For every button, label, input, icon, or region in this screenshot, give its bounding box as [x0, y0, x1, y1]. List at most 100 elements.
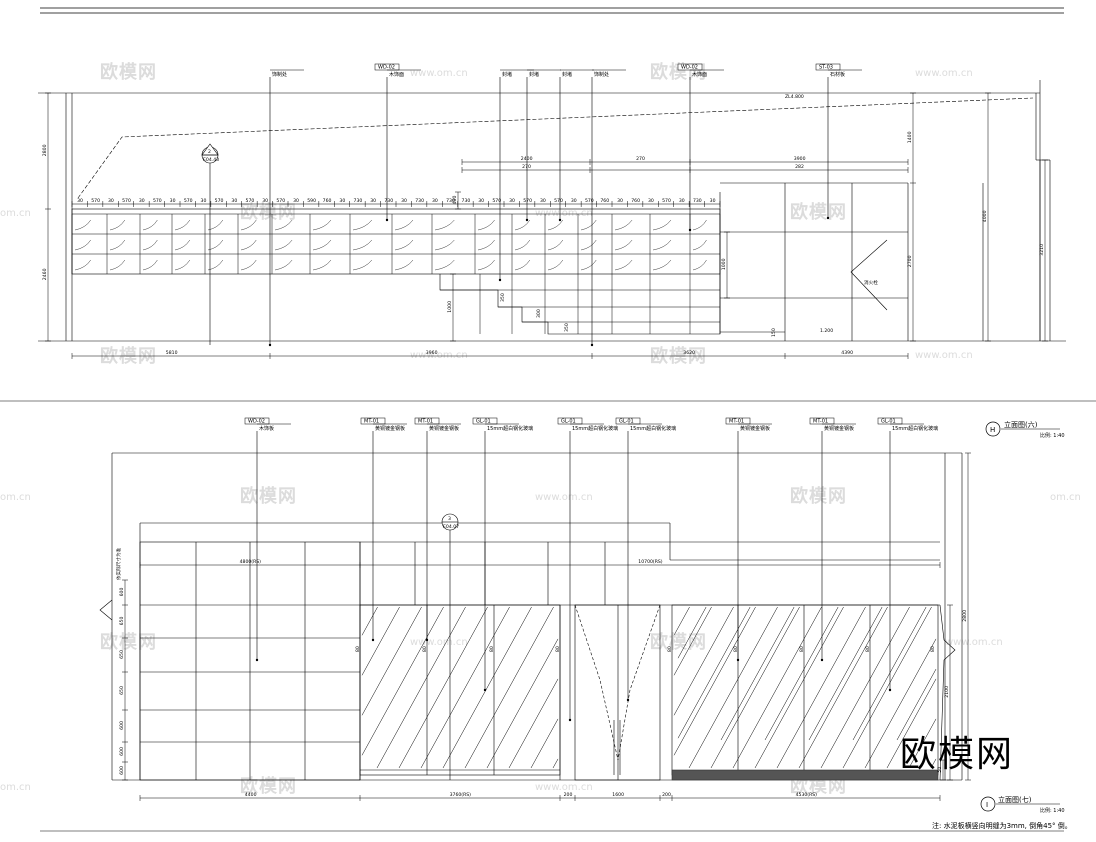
hatch-line — [808, 606, 883, 741]
dimension-value: 30 — [710, 198, 716, 204]
dimension-value: 30 — [170, 198, 176, 204]
shelf-grid — [71, 214, 721, 334]
material-code: MT-01 — [813, 419, 828, 425]
dimension-value: 570 — [184, 198, 193, 204]
watermark-site: www.om.cn — [535, 492, 593, 503]
dimension-value: 150 — [771, 328, 777, 337]
dimension-value: 30 — [432, 198, 438, 204]
dimension-value: 760 — [323, 198, 332, 204]
dimension-value: 570 — [215, 198, 224, 204]
dimension-value: 730 — [415, 198, 424, 204]
elevation-top — [38, 80, 1066, 342]
hatch-line — [420, 606, 510, 769]
dimension-value: 30 — [370, 198, 376, 204]
dimension-value: 570 — [554, 198, 563, 204]
dimension-value: 282 — [795, 164, 804, 170]
dimension-value: 4530(RS) — [796, 792, 818, 798]
dimension-value: 30 — [339, 198, 345, 204]
material-code: MT-01 — [364, 419, 379, 425]
material-tag: 封堵 — [558, 69, 594, 222]
glass-mark: 80 — [733, 646, 739, 652]
dimension-value: 30 — [77, 198, 83, 204]
dimension-value: 10700(RS) — [638, 559, 663, 565]
dimension-column: 2800 — [962, 452, 971, 781]
dimension-value: 4390 — [841, 350, 853, 356]
glass-mark: 80 — [799, 646, 805, 652]
material-name: 木饰面 — [692, 71, 707, 78]
dimension-value: 760 — [600, 198, 609, 204]
glass-mark: 80 — [865, 646, 871, 652]
hatch-line — [398, 606, 488, 769]
material-tag: 饰制处 — [268, 69, 304, 347]
vertical-note: 依实际尺寸为准 — [115, 547, 122, 580]
dimension-value: 200 — [564, 792, 573, 798]
material-code: GL-01 — [561, 419, 576, 425]
material-name: 饰制处 — [272, 71, 287, 78]
hatch-line — [688, 606, 778, 769]
dimension-value: 600 — [119, 588, 125, 597]
material-name: 15mm超白钢化玻璃 — [487, 425, 533, 432]
watermark-site: www.om.cn — [535, 208, 593, 219]
view-title: 立面图(七) — [998, 795, 1032, 804]
material-code: GL-01 — [881, 419, 896, 425]
footnote: 注: 水泥板横竖向明缝为3mm, 倒角45° 倒。 — [932, 821, 1072, 830]
dimension-column: 3210 — [1039, 159, 1048, 342]
dimension-value: 5810 — [166, 350, 178, 356]
dimension-value: 30 — [478, 198, 484, 204]
dimension-value: 1000 — [447, 301, 453, 313]
hatch-line — [764, 606, 839, 741]
hatch-line — [776, 606, 866, 769]
material-name: 饰制处 — [594, 71, 609, 78]
material-name: 封堵 — [529, 71, 539, 78]
hatch-line — [508, 678, 559, 769]
section-marker-top: 2 E04.43 — [201, 143, 219, 345]
material-name: 封堵 — [502, 71, 512, 78]
dimension-value: 200 — [662, 792, 671, 798]
dimension-value: 570 — [153, 198, 162, 204]
material-name: 木饰面 — [389, 71, 404, 78]
dimension-value: 270 — [522, 164, 531, 170]
watermark-site: www.om.cn — [410, 350, 468, 361]
material-code: WD-02 — [248, 419, 265, 425]
hatch-line — [864, 638, 937, 769]
hatch-line — [673, 606, 734, 716]
material-name: 封堵 — [562, 71, 572, 78]
dimension-row: 4800(RS) 10700(RS) — [139, 559, 941, 568]
glass-mark: 80 — [422, 646, 428, 652]
dimension-value: 1600 — [612, 792, 624, 798]
material-tags-top: 饰制处WD-02木饰面封堵封堵封堵饰制处WD-02木饰面ST-03石材板 — [268, 63, 862, 347]
dimension-value: 2100 — [944, 686, 950, 698]
dimension-value: 570 — [492, 198, 501, 204]
hatch-line — [361, 606, 422, 716]
dimension-column: 400 — [452, 191, 461, 210]
glass-mark: 80 — [489, 646, 495, 652]
view-title: 立面图(六) — [1004, 420, 1038, 429]
material-name: 黄铜镀金钢板 — [824, 425, 854, 432]
dimension-value: 30 — [139, 198, 145, 204]
dimension-value: 2800 — [962, 610, 968, 622]
hatch-line — [896, 668, 937, 741]
view-title-h: H 立面图(六) 比例: 1:40 — [985, 420, 1065, 439]
watermark-site: www.om.cn — [945, 637, 1003, 648]
watermark-text: 欧模网 — [240, 775, 297, 797]
hatch-line — [930, 758, 937, 769]
hatch-line — [710, 606, 800, 769]
dimension-value: 570 — [91, 198, 100, 204]
hatch-line — [720, 606, 795, 741]
dimension-value: 350 — [500, 293, 506, 302]
dimension-value: 1400 — [907, 131, 913, 143]
hatch-line — [361, 606, 400, 676]
watermark-site: om.cn — [0, 782, 31, 793]
dimension-value: 4800(RS) — [240, 559, 262, 565]
